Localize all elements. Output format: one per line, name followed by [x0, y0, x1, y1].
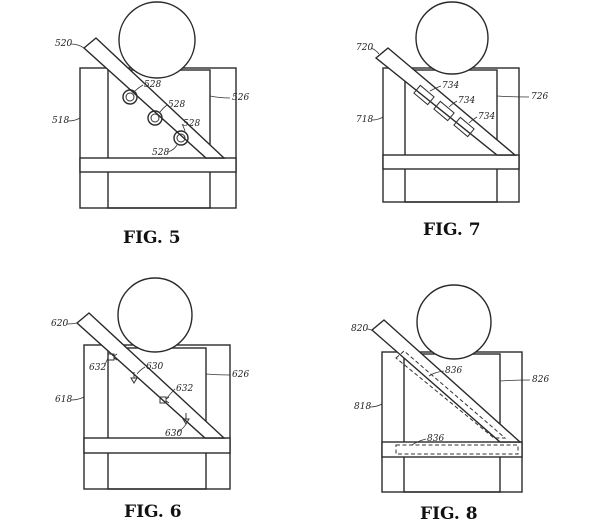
fig6-label-belt: 620: [51, 319, 68, 329]
fig6-label-element-d: 630: [165, 429, 182, 439]
fig7-label-belt: 720: [356, 43, 373, 53]
fig6-head: [117, 277, 193, 353]
fig7-label-element-a: 734: [442, 81, 459, 91]
fig7-label-seat-right: 726: [531, 92, 548, 102]
fig7-label-element-c: 734: [478, 112, 495, 122]
fig5-caption: FIG. 5: [123, 228, 181, 248]
fig8-label-belt: 820: [351, 324, 368, 334]
fig5-label-element-b: 528: [168, 100, 185, 110]
fig6-caption: FIG. 6: [124, 502, 182, 522]
fig5-label-element-a: 528: [144, 80, 161, 90]
fig7-label-element-b: 734: [458, 96, 475, 106]
fig5-label-seat-right: 526: [232, 93, 249, 103]
fig5-label-element-d: 528: [152, 148, 169, 158]
fig5-label-seat-left: 518: [52, 116, 69, 126]
figure-8: 820 818 826 836 836 FIG. 8: [351, 284, 549, 524]
fig8-lap-sensor-strip: [395, 444, 519, 455]
figure-6: 620 618 626 632 630 632 630 FIG. 6: [51, 277, 249, 522]
fig8-label-element-a: 836: [445, 366, 462, 376]
fig7-shoulder-belt: [374, 47, 517, 156]
figure-7: 720 718 726 734 734 734 FIG. 7: [356, 1, 548, 240]
fig5-shoulder-belt: [82, 37, 226, 159]
fig8-head: [416, 284, 492, 360]
fig7-label-seat-left: 718: [356, 115, 373, 125]
figure-5: 520 518 526 528 528 528 528 FIG. 5: [52, 1, 249, 248]
fig8-label-seat-left: 818: [354, 402, 371, 412]
fig8-shoulder-belt: [370, 319, 522, 443]
fig5-label-element-c: 528: [183, 119, 200, 129]
fig6-label-element-a: 632: [89, 363, 106, 373]
fig6-label-seat-right: 626: [232, 370, 249, 380]
fig8-caption: FIG. 8: [420, 504, 478, 524]
fig8-label-seat-right: 826: [532, 375, 549, 385]
fig7-head: [415, 1, 489, 75]
fig7-caption: FIG. 7: [423, 220, 481, 240]
fig7-sensor-pads: [413, 84, 475, 138]
fig6-lap-belt: [83, 437, 231, 454]
fig6-shoulder-belt: [75, 312, 226, 439]
fig6-label-element-b: 630: [146, 362, 163, 372]
fig8-label-element-b: 836: [427, 434, 444, 444]
fig5-lap-belt: [79, 157, 237, 173]
fig6-label-seat-left: 618: [55, 395, 72, 405]
fig8-belt-sensor-strip: [395, 350, 507, 439]
fig8-lap-belt: [381, 441, 523, 458]
fig5-head: [118, 1, 196, 79]
fig6-label-element-c: 632: [176, 384, 193, 394]
fig7-lap-belt: [382, 154, 520, 170]
fig5-sensor-elements: [122, 89, 189, 146]
fig5-label-belt: 520: [55, 39, 72, 49]
